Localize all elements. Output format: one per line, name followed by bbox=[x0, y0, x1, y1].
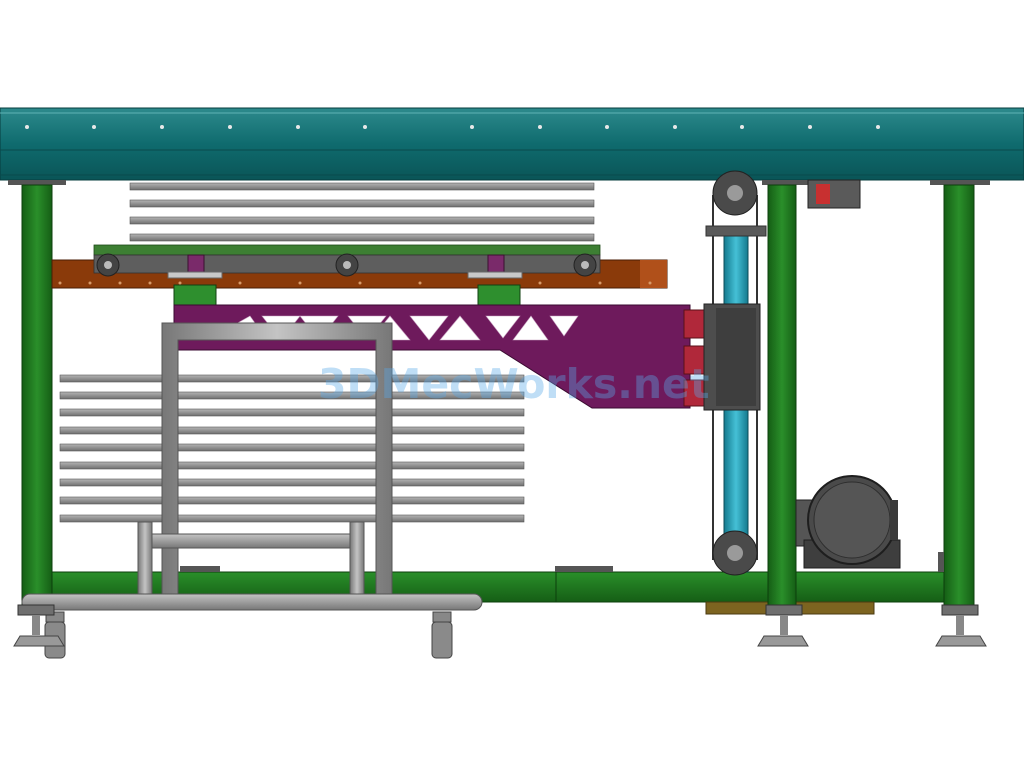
center-leg bbox=[767, 184, 797, 606]
right-leg bbox=[938, 184, 975, 606]
lower-slat-stack bbox=[59, 374, 525, 523]
carriage-rail bbox=[51, 244, 668, 306]
rail-rollers bbox=[96, 253, 597, 277]
leveling-feet bbox=[13, 604, 987, 647]
gear-motor bbox=[795, 475, 901, 569]
left-leg bbox=[21, 184, 53, 606]
caster-wheels bbox=[44, 611, 453, 659]
cart bbox=[21, 322, 483, 659]
vertical-column bbox=[703, 170, 861, 576]
top-beam bbox=[0, 107, 1024, 181]
leg-caps bbox=[8, 180, 990, 185]
upper-slat-stack bbox=[129, 182, 595, 242]
